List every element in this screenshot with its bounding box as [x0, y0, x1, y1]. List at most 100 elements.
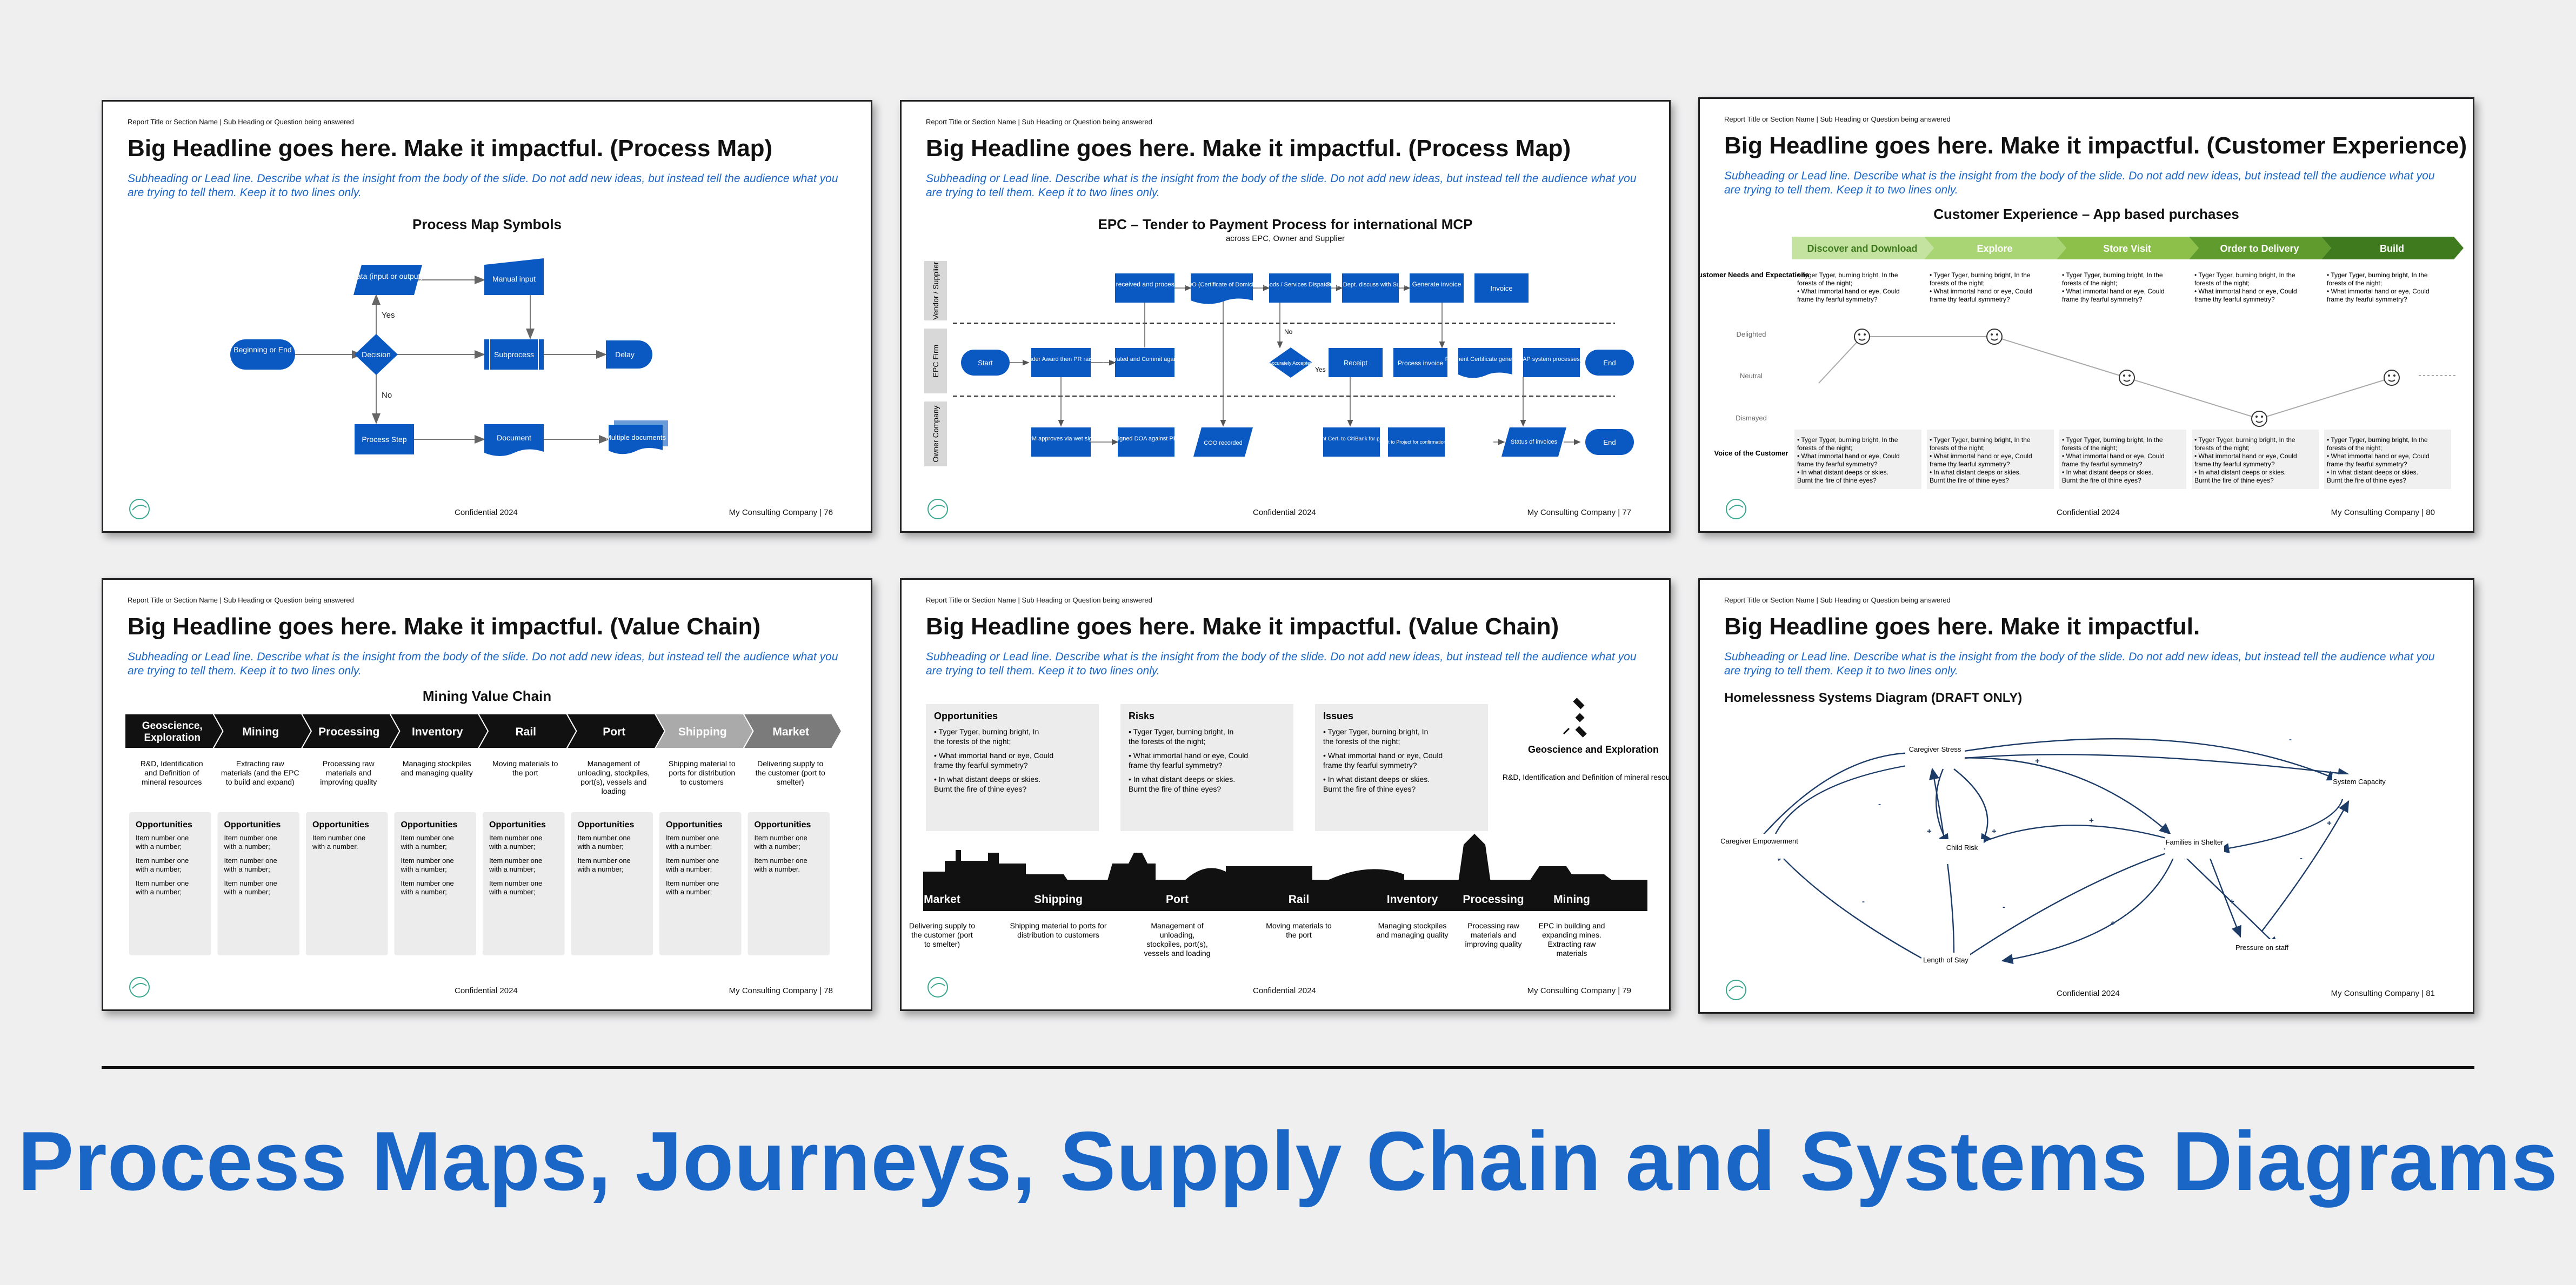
- stage-description: distribution to customers: [1017, 931, 1099, 939]
- opportunity-item: Item number one: [401, 834, 454, 842]
- voice-bullet: frame thy fearful symmetry?: [1930, 460, 2010, 468]
- needs-bullet: • What immortal hand or eye, Could: [1797, 287, 1900, 295]
- symbol-delay: Delay: [606, 340, 652, 369]
- stage-chevron: [2189, 237, 2331, 259]
- stage-description: and managing quality: [401, 768, 473, 777]
- label-yes: Yes: [382, 311, 395, 320]
- voice-bullet: Burnt the fire of thine eyes?: [2327, 477, 2406, 484]
- box-process-invoice: [1393, 348, 1447, 377]
- opportunity-item: Item number one: [401, 879, 454, 887]
- svg-text:-: -: [1862, 897, 1865, 906]
- slide-top-label: Report Title or Section Name | Sub Headi…: [926, 118, 1152, 126]
- industry-silhouette: [923, 834, 1647, 911]
- confidential-label: Confidential 2024: [1253, 508, 1316, 517]
- lane-vendor: Vendor / Supplier: [931, 262, 940, 320]
- slide-epc-process[interactable]: Report Title or Section Name | Sub Headi…: [900, 100, 1671, 533]
- stage-description: vessels and loading: [1144, 949, 1211, 958]
- slide-subheading: Subheading or Lead line. Describe what i…: [926, 172, 1637, 199]
- opportunity-item: with a number;: [665, 865, 712, 873]
- mood-delighted: Delighted: [1737, 330, 1766, 338]
- face-mouth: [2255, 420, 2263, 423]
- symbol-data: Data (input or output): [351, 265, 423, 295]
- stage-label: Build: [2380, 243, 2404, 254]
- slide-systems-diagram[interactable]: Report Title or Section Name | Sub Headi…: [1698, 578, 2474, 1014]
- needs-bullet: • Tyger Tyger, burning bright, In the: [1930, 271, 2031, 279]
- slide-top-label: Report Title or Section Name | Sub Headi…: [1724, 115, 1951, 123]
- face-eye: [2255, 416, 2258, 418]
- stage-label: Port: [1166, 893, 1189, 906]
- stage-description: port(s), vessels and: [580, 778, 646, 786]
- face-mouth: [2123, 379, 2131, 382]
- symbol-document-label: Document: [497, 433, 531, 442]
- voice-bullet: • In what distant deeps or skies.: [2062, 469, 2153, 476]
- insight-bullet: Burnt the fire of thine eyes?: [934, 785, 1026, 793]
- symbol-multi-label: Multiple documents: [605, 433, 666, 441]
- page-number: My Consulting Company | 80: [2331, 508, 2435, 517]
- stage-description: Management of: [588, 759, 640, 768]
- voice-bullet: • In what distant deeps or skies.: [2194, 469, 2286, 476]
- stage-description: loading: [602, 787, 626, 795]
- symbol-data-label: Data (input or output): [351, 272, 423, 280]
- symbol-process-label: Process Step: [362, 435, 406, 444]
- causal-loop-diagram: -+- +++ ++- +-- Caregiver Stress System …: [1720, 735, 2386, 978]
- voice-bullet: • Tyger Tyger, burning bright, In the: [2327, 436, 2428, 444]
- needs-bullet: • Tyger Tyger, burning bright, In the: [1797, 271, 1898, 279]
- stage-description: Shipping material to: [669, 759, 736, 768]
- box-receipt: [1329, 348, 1383, 377]
- opportunity-card: [217, 812, 299, 955]
- stage-description: EPC in building and: [1539, 921, 1605, 930]
- chevron-label: Port: [603, 726, 625, 738]
- box-supplier-discuss: [1342, 273, 1399, 303]
- opportunity-item: with a number;: [224, 888, 270, 896]
- voice-bullet: • What immortal hand or eye, Could: [2194, 452, 2297, 460]
- stage-description: materials and: [1471, 931, 1516, 939]
- slide-process-map-symbols[interactable]: Report Title or Section Name | Sub Headi…: [102, 100, 872, 533]
- symbol-start-label: Beginning or End: [233, 345, 291, 354]
- needs-bullet: forests of the night;: [1797, 279, 1852, 287]
- opportunity-title: Opportunities: [755, 820, 811, 829]
- svg-text:+: +: [1992, 827, 1997, 836]
- epc-no-label: No: [1284, 328, 1293, 336]
- needs-bullet: frame thy fearful symmetry?: [2327, 296, 2407, 303]
- box-payment-citibank: [1323, 427, 1380, 457]
- slide-value-chain-silhouette[interactable]: Report Title or Section Name | Sub Headi…: [900, 578, 1671, 1011]
- decision-accepted: [1269, 347, 1312, 378]
- voice-bullet: Burnt the fire of thine eyes?: [2194, 477, 2274, 484]
- insight-bullet: • Tyger Tyger, burning bright, In: [934, 727, 1039, 736]
- stage-label: Inventory: [1387, 893, 1438, 906]
- company-logo-icon: [129, 499, 150, 519]
- opportunity-item: with a number;: [577, 865, 624, 873]
- stage-description: the port: [512, 768, 538, 777]
- box-coo-rec-label: COO recorded: [1204, 440, 1243, 446]
- needs-bullet: forests of the night;: [1930, 279, 1985, 287]
- slide-headline: Big Headline goes here. Make it impactfu…: [926, 135, 1571, 162]
- emotion-curve: [1818, 336, 2392, 420]
- stage-label: Mining: [1553, 893, 1590, 906]
- voice-bullet: forests of the night;: [2327, 444, 2382, 452]
- box-end2-label: End: [1603, 438, 1616, 446]
- insight-bullet: frame thy fearful symmetry?: [1323, 761, 1417, 769]
- slide-subheading: Subheading or Lead line. Describe what i…: [926, 651, 1637, 677]
- stage-description: the customer (port: [911, 931, 973, 939]
- box-coo-recorded: [1193, 427, 1253, 457]
- opportunity-item: with a number.: [312, 842, 358, 851]
- stage-label: Market: [924, 893, 960, 906]
- slide-mining-value-chain[interactable]: Report Title or Section Name | Sub Headi…: [102, 578, 872, 1011]
- opportunity-item: Item number one: [489, 834, 542, 842]
- face-eye: [1991, 333, 1993, 336]
- face-eye: [1864, 333, 1866, 336]
- svg-text:+: +: [2089, 816, 2094, 825]
- section-divider: [102, 1066, 2474, 1069]
- voice-bullet: frame thy fearful symmetry?: [2327, 460, 2407, 468]
- insight-bullet: frame thy fearful symmetry?: [934, 761, 1028, 769]
- opportunity-item: with a number;: [135, 842, 182, 851]
- geoscience-block: Geoscience and Exploration R&D, Identifi…: [1503, 698, 1669, 781]
- slide-customer-experience[interactable]: Report Title or Section Name | Sub Headi…: [1698, 97, 2474, 533]
- emotion-faces: [1854, 329, 2400, 427]
- box-goods-dispatched: [1269, 273, 1331, 303]
- insight-panel: [1315, 704, 1488, 831]
- stage-description: materials and: [326, 768, 371, 777]
- confidential-label: Confidential 2024: [455, 508, 518, 517]
- section-subtitle: across EPC, Owner and Supplier: [1225, 234, 1345, 243]
- symbol-start: Beginning or End: [230, 339, 295, 370]
